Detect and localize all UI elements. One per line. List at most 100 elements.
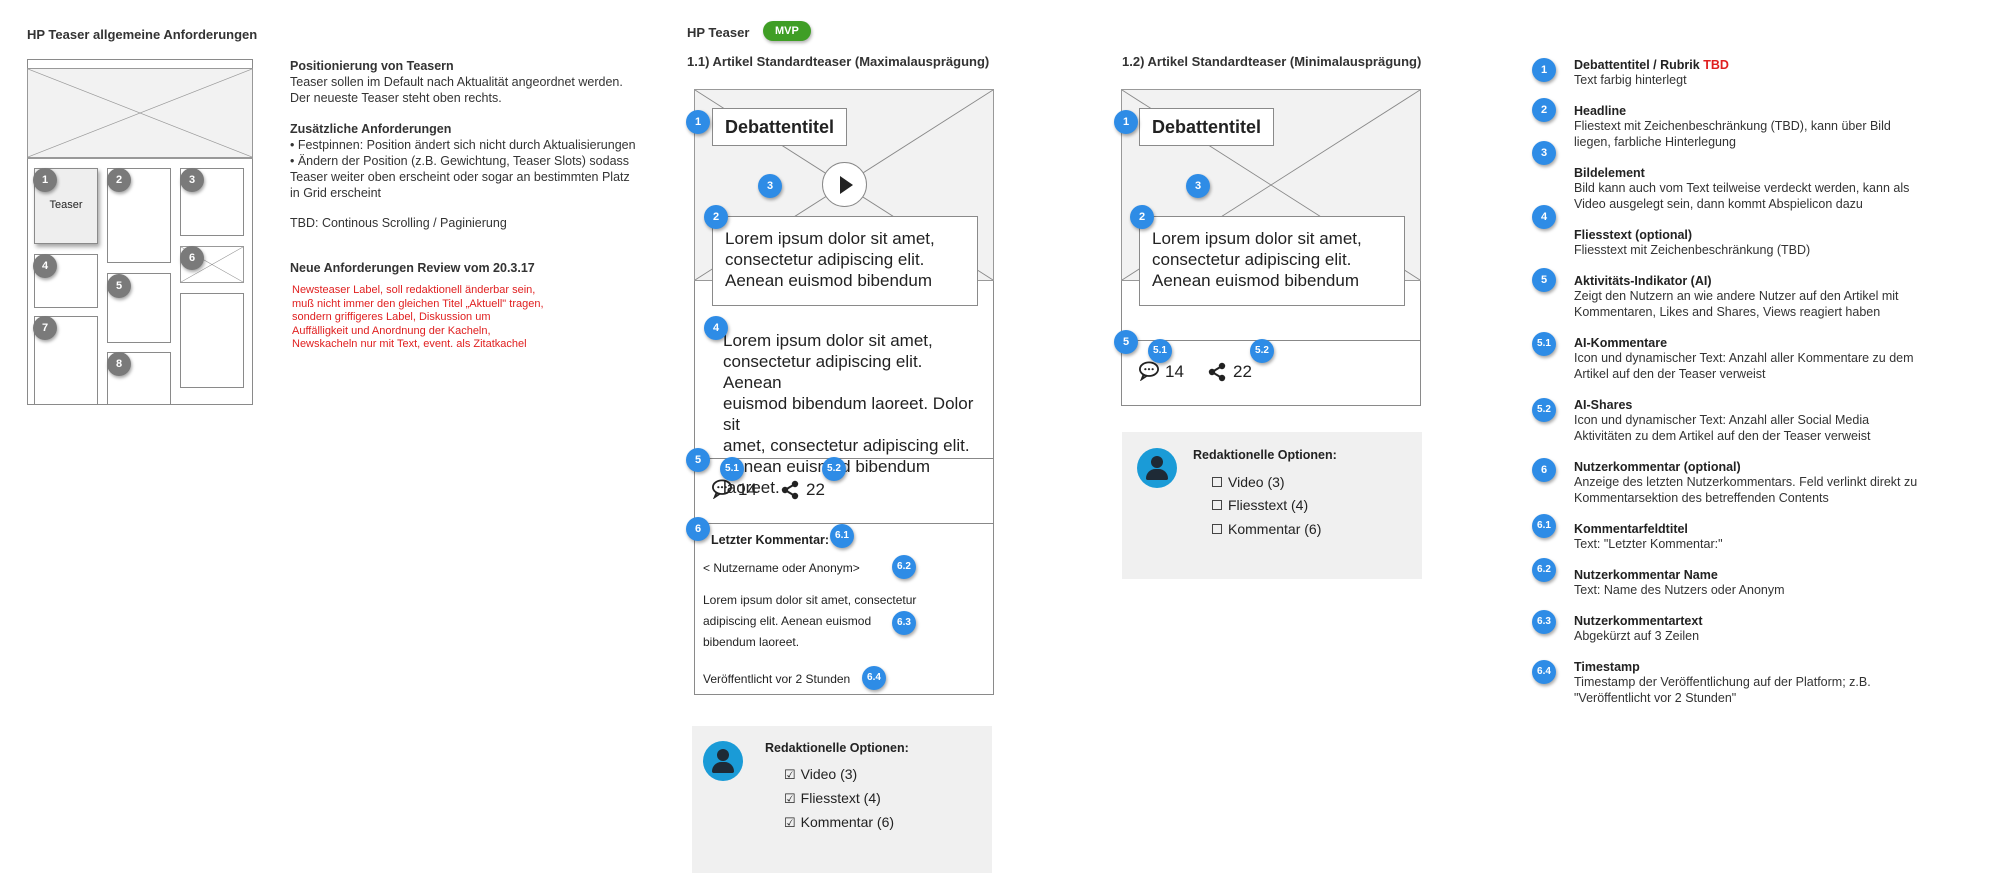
shares-count: 22 [1233,362,1252,381]
req-new-text: sondern griffigeres Label, Diskussion um [292,311,491,323]
checkbox-checked-icon[interactable]: ☑ [784,815,796,830]
marker: 3 [758,174,782,198]
req-tbd: TBD: Continous Scrolling / Paginierung [290,216,507,230]
hero-image-placeholder [27,68,253,158]
legend-marker: 1 [1532,58,1556,82]
max-body-text: Lorem ipsum dolor sit amet, consectetur … [723,330,983,498]
option-kommentar[interactable]: Kommentar (6) [1212,521,1321,537]
legend-marker: 5.2 [1532,398,1556,422]
share-icon[interactable] [1207,362,1227,382]
divider [694,458,994,459]
legend-item: Bildelement Bild kann auch vom Text teil… [1574,166,1909,212]
option-video[interactable]: Video (3) [1212,474,1285,490]
marker: 6 [686,517,710,541]
min-debate-title-box: Debattentitel [1139,108,1274,146]
req-new-text: Newsteaser Label, soll redaktionell ände… [292,284,536,296]
comments-count: 14 [1165,362,1184,381]
comment-user: < Nutzername oder Anonym> [703,561,860,575]
req-new-text: muß nicht immer den gleichen Titel „Aktu… [292,297,544,310]
req-positioning-title: Positionierung von Teasern [290,59,454,73]
avatar-icon [1137,448,1177,488]
req-text: • Ändern der Position (z.B. Gewichtung, … [290,154,630,168]
req-additional-title: Zusätzliche Anforderungen [290,122,452,136]
legend-marker: 5.1 [1532,332,1556,356]
legend-title: AI-Shares [1574,398,1633,412]
req-text: Der neueste Teaser steht oben rechts. [290,91,502,105]
option-fliesstext[interactable]: ☑ Fliesstext (4) [784,790,881,807]
min-teaser-title: 1.2) Artikel Standardteaser (Minimalausp… [1122,54,1422,69]
max-body-line: amet, consectetur adipiscing elit. [723,436,970,455]
marker: 1 [1114,110,1138,134]
legend-desc: liegen, farbliche Hinterlegung [1574,135,1736,149]
option-label: Fliesstext (4) [800,790,881,806]
req-text: Teaser sollen im Default nach Aktualität… [290,75,623,89]
option-label: Video (3) [800,766,858,782]
marker: 5 [1114,330,1138,354]
legend-item: Nutzerkommentar Name Text: Name des Nutz… [1574,568,1785,598]
legend-title: Nutzerkommentar (optional) [1574,460,1741,474]
min-headline-line: Aenean euismod bibendum [1152,271,1359,290]
option-label: Video (3) [1228,474,1285,490]
divider [694,523,994,524]
legend-desc: Icon und dynamischer Text: Anzahl aller … [1574,351,1914,365]
legend-marker: 6.3 [1532,610,1556,634]
legend-item: Timestamp Timestamp der Veröffentlichung… [1574,660,1871,706]
option-fliesstext[interactable]: Fliesstext (4) [1212,497,1308,513]
legend-desc: Fliesstext mit Zeichenbeschränkung (TBD) [1574,243,1811,257]
max-headline-line: consectetur adipiscing elit. [725,250,925,269]
marker: 6.4 [862,666,886,690]
legend-marker: 2 [1532,98,1556,122]
marker: 6.3 [892,611,916,635]
legend-marker: 6.2 [1532,558,1556,582]
comment-line: adipiscing elit. Aenean euismod [703,614,872,628]
legend-marker: 6.1 [1532,514,1556,538]
marker: 5.2 [822,457,846,481]
grid-marker: 7 [33,316,57,340]
marker: 2 [1130,205,1154,229]
max-options-title: Redaktionelle Optionen: [765,741,909,755]
grid-marker: 1 [33,168,57,192]
legend-marker: 4 [1532,205,1556,229]
option-label: Kommentar (6) [800,814,895,830]
section-title-general: HP Teaser allgemeine Anforderungen [27,27,258,42]
max-teaser-title: 1.1) Artikel Standardteaser (Maximalausp… [687,54,990,69]
legend-desc: Video ausgelegt sein, dann kommt Abspiel… [1574,197,1863,211]
checkbox-checked-icon[interactable]: ☑ [784,767,796,782]
teaser-tile-label: Teaser [49,199,83,211]
checkbox-icon[interactable] [1212,524,1222,535]
legend-title: Nutzerkommentartext [1574,614,1703,628]
share-icon[interactable] [780,480,800,500]
legend-desc: Anzeige des letzten Nutzerkommentars. Fe… [1574,475,1918,489]
max-body-line: Lorem ipsum dolor sit amet, [723,331,933,350]
grid-marker: 2 [107,168,131,192]
legend-item: AI-Kommentare Icon und dynamischer Text:… [1574,336,1914,382]
checkbox-icon[interactable] [1212,477,1222,488]
divider [1121,340,1421,341]
marker: 5.1 [1148,339,1172,363]
comment-icon[interactable] [711,479,733,500]
legend-title: Timestamp [1574,660,1640,674]
legend-title: Fliesstext (optional) [1574,228,1693,242]
comment-text: Lorem ipsum dolor sit amet, consectetur … [703,590,916,653]
marker: 4 [704,316,728,340]
mvp-badge: MVP [763,21,811,41]
comment-icon[interactable] [1138,361,1160,382]
legend-title: Bildelement [1574,166,1645,180]
req-text: in Grid erscheint [290,186,382,200]
comment-line: bibendum laoreet. [703,635,800,649]
legend-desc: Text farbig hinterlegt [1574,73,1687,87]
option-video[interactable]: ☑ Video (3) [784,766,857,783]
grid-marker: 3 [180,168,204,192]
checkbox-icon[interactable] [1212,500,1222,511]
legend-desc: Kommentaren, Likes and Shares, Views rea… [1574,305,1881,319]
max-debate-title-box: Debattentitel [712,108,847,146]
legend-desc: Text: Name des Nutzers oder Anonym [1574,583,1785,597]
checkbox-checked-icon[interactable]: ☑ [784,791,796,806]
play-icon[interactable] [822,162,867,207]
max-body-line: consectetur adipiscing elit. Aenean [723,352,923,392]
min-headline-line: consectetur adipiscing elit. [1152,250,1352,269]
req-text: Teaser weiter oben erscheint oder sogar … [290,170,630,184]
req-new-text: Newskacheln nur mit Text, event. als Zit… [292,338,527,350]
option-label: Kommentar (6) [1228,521,1322,537]
option-kommentar[interactable]: ☑ Kommentar (6) [784,814,894,831]
